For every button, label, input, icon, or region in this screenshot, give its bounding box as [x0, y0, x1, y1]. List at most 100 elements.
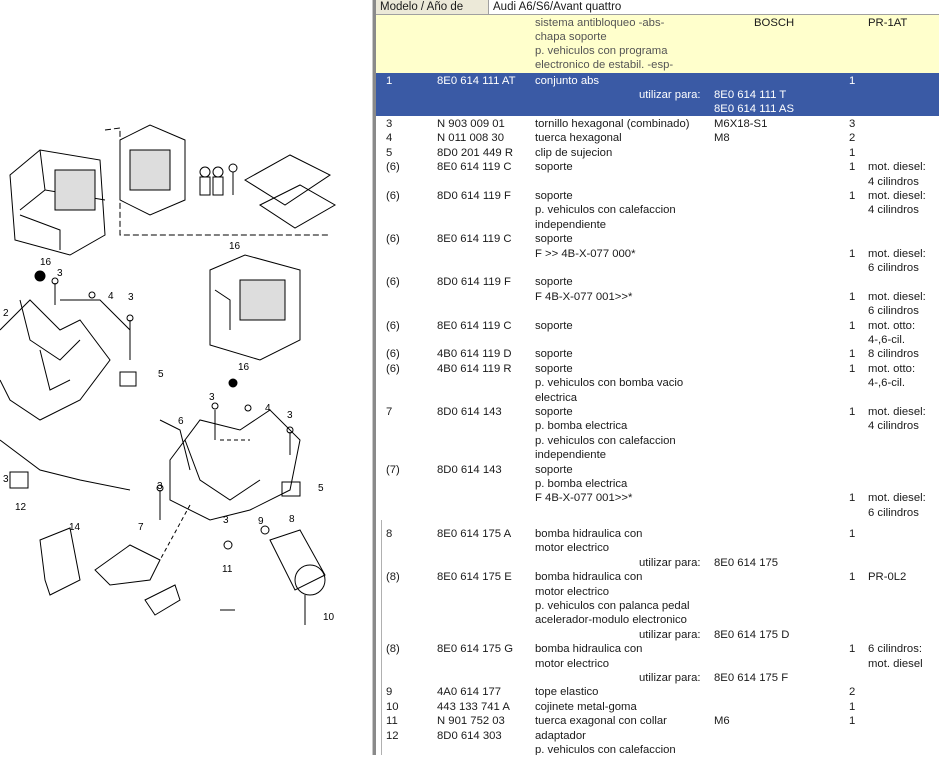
svg-text:16: 16 — [238, 362, 250, 373]
cell-rem: 4 cilindros — [868, 420, 919, 433]
cell-pos: 5 — [386, 146, 393, 159]
table-row[interactable]: independiente — [376, 448, 939, 462]
cell-pos: 7 — [386, 406, 393, 418]
exploded-parts-diagram[interactable]: 16 16 16 2 3 4 5 3 4 5 6 3 12 3 14 7 3 9… — [0, 0, 372, 755]
table-row[interactable]: motor electrico — [376, 585, 939, 599]
cell-qty: 2 — [849, 686, 856, 699]
cell-desc: motor electrico — [535, 585, 610, 598]
cell-rem: mot. diesel: — [868, 161, 926, 174]
model-year-label: Modelo / Año de — [380, 1, 464, 13]
table-row[interactable]: p. vehiculos con calefaccion — [376, 743, 939, 755]
table-row[interactable]: motor electrico — [376, 541, 939, 555]
cell-qty: 1 — [849, 348, 856, 361]
cell-desc: p. vehiculos con calefaccion — [535, 204, 676, 217]
cell-rem: mot. diesel: — [868, 406, 926, 418]
selected-row[interactable]: 1 8E0 614 111 AT conjunto abs 1 utilizar… — [376, 73, 939, 116]
cell-rem: 6 cilindros — [868, 305, 919, 318]
parts-list-panel[interactable]: Modelo / Año de Audi A6/S6/Avant quattro… — [376, 0, 939, 755]
cell-qty: 1 — [849, 406, 856, 418]
cell-desc: independiente — [535, 218, 606, 231]
cell-rem: PR-0L2 — [868, 571, 907, 584]
table-row[interactable]: independiente — [376, 218, 939, 232]
cell-desc: p. vehiculos con bomba vacio — [535, 377, 684, 390]
cell-part: 8E0 614 175 E — [437, 571, 512, 584]
cell-desc: independiente — [535, 449, 606, 462]
table-row[interactable]: 4-,6-cil. — [376, 333, 939, 347]
panel-splitter[interactable] — [372, 0, 376, 755]
table-row[interactable]: p. vehiculos con palanca pedal — [376, 599, 939, 613]
table-row[interactable]: p. vehiculos con calefaccion — [376, 434, 939, 448]
svg-text:3: 3 — [128, 292, 134, 303]
cell-pos: 10 — [386, 700, 399, 713]
svg-text:3: 3 — [57, 268, 63, 279]
cell-pos: (6) — [386, 348, 400, 361]
cell-desc: F 4B-X-077 001>>* — [535, 492, 633, 505]
cell-rem: 6 cilindros: — [868, 643, 922, 656]
table-row[interactable]: 6 cilindros — [376, 261, 939, 275]
cell-desc: tuerca hexagonal — [535, 132, 622, 145]
table-row[interactable]: electrica — [376, 391, 939, 405]
cell-desc: p. vehiculos con calefaccion — [535, 434, 676, 447]
cell-add: M6X18-S1 — [714, 118, 768, 130]
cell-pos: 8 — [386, 528, 393, 540]
cell-part: 4A0 614 177 — [437, 686, 502, 699]
svg-text:3: 3 — [287, 410, 293, 421]
cell-pos: 11 — [386, 715, 398, 728]
svg-text:16: 16 — [229, 241, 241, 252]
cell-pos: 4 — [386, 132, 393, 145]
cell-part: N 011 008 30 — [437, 132, 504, 145]
cell-pos: (6) — [386, 319, 400, 332]
cell-pos: (8) — [386, 571, 400, 584]
cell-rem: mot. otto: — [868, 362, 916, 375]
table-row[interactable]: acelerador-modulo electronico — [376, 613, 939, 627]
list-header: Modelo / Año de Audi A6/S6/Avant quattro — [376, 0, 939, 15]
cell-rem: 8 cilindros — [868, 348, 919, 361]
cell-part: 8E0 614 175 A — [437, 528, 512, 540]
cell-qty: 1 — [849, 528, 856, 540]
svg-text:3: 3 — [209, 392, 215, 403]
cell-rem: mot. otto: — [868, 319, 916, 332]
cell-add: 8E0 614 175 D — [714, 628, 790, 641]
cell-desc: acelerador-modulo electronico — [535, 614, 687, 627]
cell-part: 443 133 741 A — [437, 700, 510, 713]
cell-desc: soporte — [535, 463, 573, 476]
cell-part: N 903 009 01 — [437, 118, 505, 130]
cell-qty: 1 — [849, 146, 856, 159]
cell-desc: motor electrico — [535, 657, 610, 670]
table-row[interactable]: p. bomba electrica — [376, 477, 939, 491]
cell-qty: 1 — [849, 290, 856, 303]
table-row[interactable]: 6 cilindros — [376, 304, 939, 318]
svg-text:6: 6 — [178, 416, 184, 427]
table-row[interactable]: 6 cilindros — [376, 506, 939, 520]
table-row[interactable]: 4 cilindros — [376, 175, 939, 189]
